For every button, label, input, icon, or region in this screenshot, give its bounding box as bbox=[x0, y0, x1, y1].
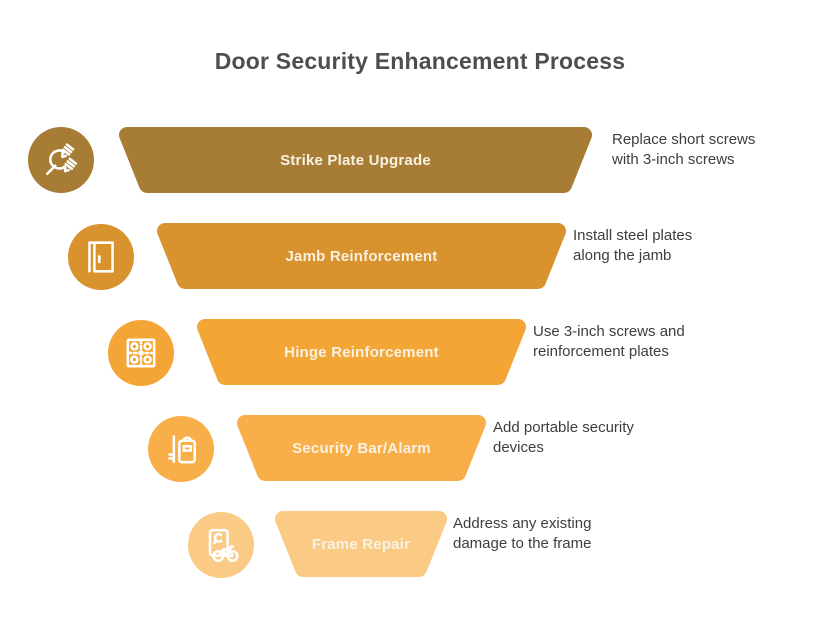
door-jamb-icon bbox=[88, 241, 114, 273]
step-icon-badge bbox=[68, 224, 134, 290]
step-description: Add portable security devices bbox=[493, 419, 634, 457]
funnel-bar-label: Security Bar/Alarm bbox=[292, 439, 431, 457]
wrench-and-screws-icon bbox=[45, 143, 78, 176]
step-icon-badge bbox=[108, 320, 174, 386]
step-description: Address any existing damage to the frame bbox=[453, 515, 592, 553]
funnel-bar: Hinge Reinforcement bbox=[196, 319, 527, 385]
step-description: Use 3-inch screws and reinforcement plat… bbox=[533, 323, 685, 361]
funnel-bar-shape bbox=[119, 127, 592, 193]
funnel-bar: Frame Repair bbox=[274, 511, 448, 577]
step-icon-badge bbox=[188, 512, 254, 578]
step-description: Install steel plates along the jamb bbox=[573, 227, 693, 265]
funnel-bar-shape bbox=[197, 319, 526, 385]
funnel-bar-shape bbox=[157, 223, 566, 289]
page-title: Door Security Enhancement Process bbox=[214, 48, 626, 74]
step-icon-badge bbox=[148, 416, 214, 482]
funnel-bar-shape bbox=[237, 415, 486, 481]
funnel-bar-label: Strike Plate Upgrade bbox=[280, 151, 431, 169]
funnel-bar-label: Frame Repair bbox=[311, 535, 411, 553]
funnel-bar: Security Bar/Alarm bbox=[236, 415, 487, 481]
funnel-bar: Jamb Reinforcement bbox=[156, 223, 567, 289]
security-bar-alarm-icon bbox=[168, 435, 197, 464]
funnel-bar: Strike Plate Upgrade bbox=[118, 127, 593, 193]
hinge-plate-icon bbox=[126, 338, 156, 368]
step-icon-badge bbox=[28, 127, 94, 193]
funnel-bar-shape bbox=[275, 511, 447, 577]
funnel-bar-label: Hinge Reinforcement bbox=[284, 343, 439, 361]
funnel-bar-label: Jamb Reinforcement bbox=[285, 247, 438, 265]
frame-repair-icon bbox=[208, 528, 239, 562]
step-description: Replace short screws with 3-inch screws bbox=[612, 131, 756, 169]
